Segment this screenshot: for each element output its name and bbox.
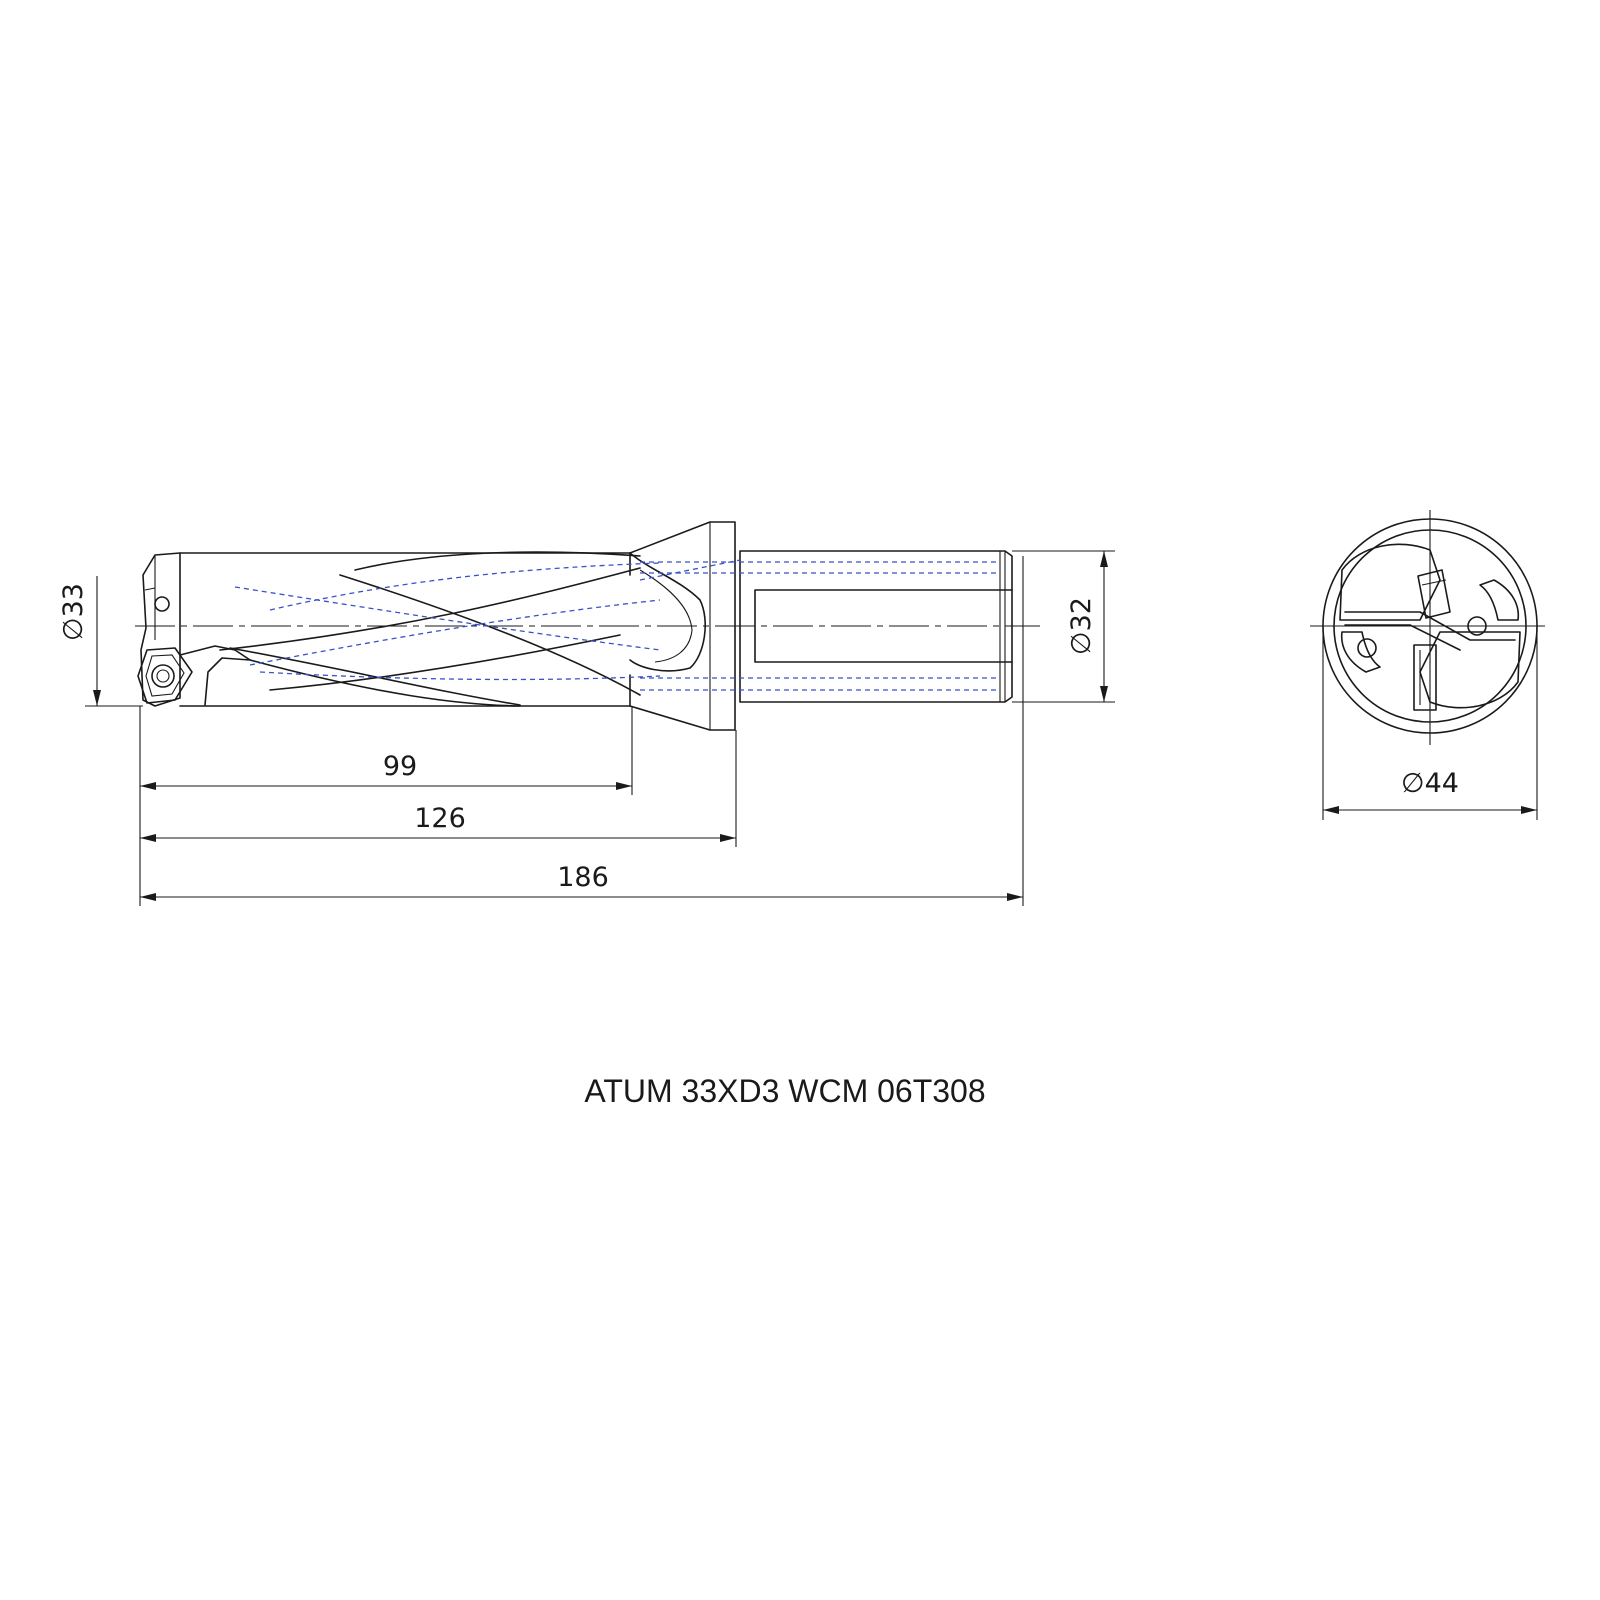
end-view: ∅44	[1310, 510, 1545, 820]
flute-runout-inner	[639, 569, 693, 663]
dim-l-flute: 99	[140, 751, 632, 790]
flute-5	[269, 634, 621, 691]
screw-hole-icon	[154, 596, 170, 612]
end-insert-2	[1413, 644, 1437, 711]
coolant-channel-1	[234, 586, 661, 651]
head-relief	[144, 587, 156, 591]
dim-l-body-label: 126	[414, 803, 466, 834]
dim-d-shank-label: ∅32	[1066, 597, 1097, 655]
end-flute-1	[1339, 543, 1441, 621]
flange-taper	[629, 521, 736, 731]
drill-head	[140, 552, 181, 707]
insert-inner	[145, 654, 185, 697]
dim-d-cut: ∅33	[58, 576, 143, 707]
dim-d-shank: ∅32	[1012, 550, 1115, 703]
coolant-channel-5	[639, 559, 741, 581]
coolant-hole-icon-2	[1467, 616, 1487, 636]
coolant-hole-icon-1	[1357, 638, 1377, 658]
insert-screw-icon	[151, 664, 175, 688]
dim-l-flute-label: 99	[383, 751, 417, 782]
end-insert-1-edge	[1421, 579, 1447, 586]
flute-runout	[629, 552, 706, 672]
dim-d-cut-label: ∅33	[58, 583, 89, 641]
side-view: ∅33 ∅32 99 126	[58, 521, 1115, 906]
flute-1	[354, 551, 641, 571]
dim-l-body: 126	[140, 803, 736, 842]
end-insert-1	[1417, 569, 1451, 619]
coolant-channel-2	[249, 599, 661, 666]
coolant-channel-4	[259, 671, 661, 681]
dim-d-flange: ∅44	[1322, 626, 1538, 820]
end-web	[1344, 611, 1516, 651]
insert	[137, 647, 193, 704]
clamping-flat	[754, 589, 1013, 663]
end-lobe-1	[1479, 579, 1520, 621]
flute-6	[249, 659, 521, 707]
dim-l-total: 186	[140, 862, 1023, 901]
insert-screw-center	[156, 669, 170, 683]
body-circle	[1333, 529, 1527, 723]
end-flute-2	[1419, 631, 1521, 709]
dim-l-total-label: 186	[557, 862, 609, 893]
dim-d-flange-label: ∅44	[1401, 768, 1459, 799]
drawing-title: ATUM 33XD3 WCM 06T308	[584, 1073, 985, 1109]
coolant-channel-3	[269, 562, 661, 611]
flute-2	[229, 647, 521, 706]
end-lobe-2	[1340, 631, 1381, 673]
flute-3	[219, 567, 641, 651]
